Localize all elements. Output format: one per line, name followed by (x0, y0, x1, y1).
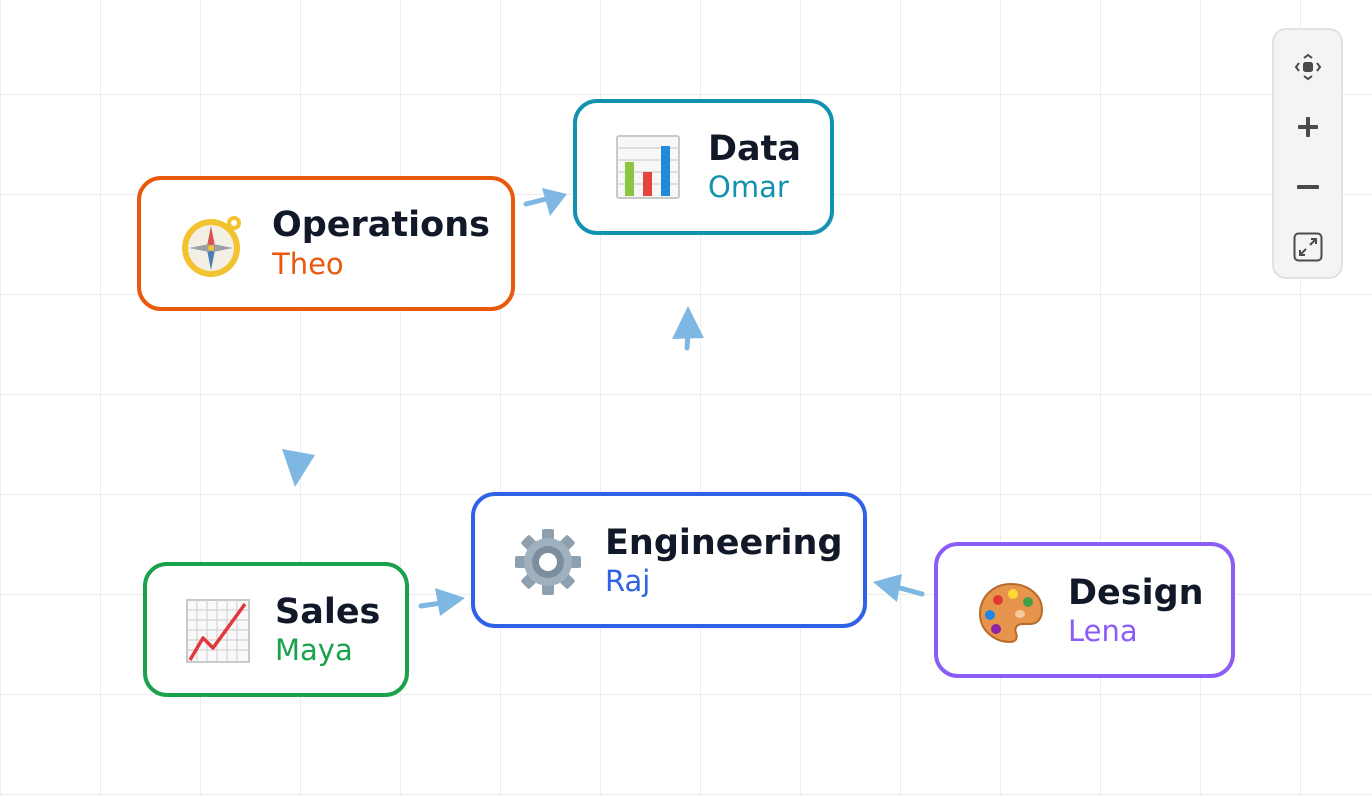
recenter-button[interactable] (1284, 43, 1331, 90)
edge-engineering-data (672, 306, 704, 351)
node-design[interactable]: Design Lena (934, 542, 1235, 678)
node-data[interactable]: Data Omar (573, 99, 834, 235)
fit-view-button[interactable] (1284, 223, 1331, 270)
compass-icon (182, 216, 241, 277)
node-owner: Maya (275, 633, 353, 667)
node-title: Data (708, 129, 802, 169)
recenter-icon (1294, 53, 1321, 80)
node-title: Engineering (605, 523, 843, 563)
view-controls-panel (1272, 28, 1343, 279)
node-owner: Theo (272, 247, 344, 281)
node-title: Sales (275, 592, 381, 632)
edge-design-engineering (873, 574, 925, 602)
node-engineering[interactable]: Engineering Raj (471, 492, 867, 628)
edge-operations-data (523, 188, 567, 216)
edge-operations-sales (282, 449, 315, 487)
zoom-out-button[interactable] (1284, 163, 1331, 210)
node-owner: Lena (1068, 614, 1138, 648)
node-title: Operations (272, 205, 490, 245)
node-owner: Raj (605, 564, 651, 598)
node-sales[interactable]: Sales Maya (143, 562, 409, 697)
chart-increasing-icon (186, 599, 250, 663)
artist-palette-icon (978, 582, 1044, 644)
gear-icon (515, 529, 581, 595)
plus-icon (1297, 116, 1318, 137)
fit-view-icon (1293, 232, 1322, 261)
node-owner: Omar (708, 170, 789, 204)
edge-sales-engineering (418, 588, 465, 616)
node-operations[interactable]: Operations Theo (137, 176, 515, 311)
zoom-in-button[interactable] (1284, 103, 1331, 150)
bar-chart-icon (616, 135, 680, 199)
node-title: Design (1068, 573, 1204, 613)
minus-icon (1296, 184, 1319, 189)
